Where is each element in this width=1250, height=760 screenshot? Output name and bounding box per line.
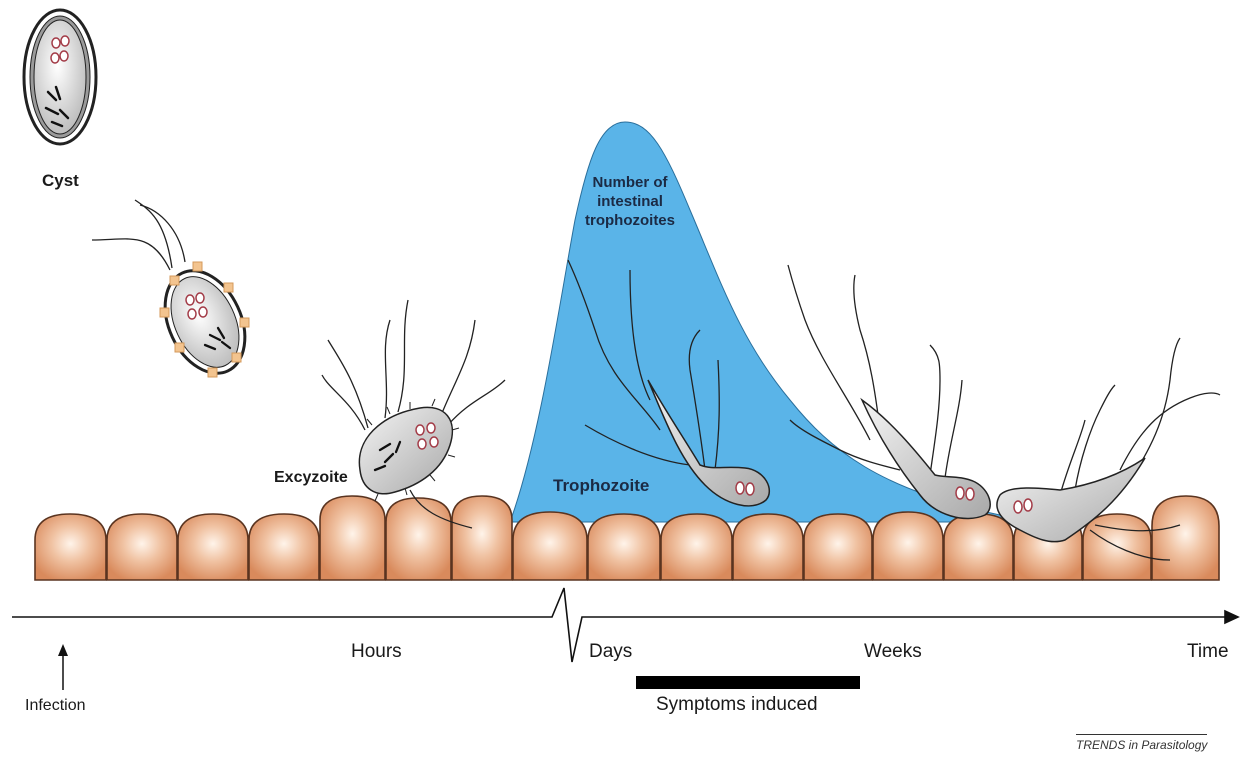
- epithelial-cell: [804, 514, 872, 580]
- epithelial-cell: [107, 514, 177, 580]
- trophozoite-label: Trophozoite: [553, 476, 649, 496]
- cyst-icon: [24, 10, 96, 144]
- epithelial-cell: [661, 514, 732, 580]
- curve-label-line: intestinal: [575, 192, 685, 211]
- epithelial-cell: [178, 514, 248, 580]
- epithelial-cell: [513, 512, 587, 580]
- excyzoite-label: Excyzoite: [274, 469, 348, 487]
- timeline-tick-time: Time: [1187, 641, 1229, 663]
- symptoms-label: Symptoms induced: [656, 694, 818, 716]
- curve-label: Number of intestinal trophozoites: [575, 173, 685, 230]
- source-credit: TRENDS in Parasitology: [1076, 734, 1207, 752]
- epithelial-cell: [35, 514, 106, 580]
- epithelial-cell: [873, 512, 943, 580]
- epithelial-cell: [249, 514, 319, 580]
- timeline-tick-days: Days: [589, 641, 632, 663]
- infection-label: Infection: [25, 697, 85, 715]
- epithelial-cell: [1152, 496, 1219, 580]
- epithelial-cell: [452, 496, 512, 580]
- epithelial-cell: [320, 496, 385, 580]
- epithelial-cell: [386, 498, 451, 580]
- epithelial-cell: [733, 514, 803, 580]
- timeline-tick-hours: Hours: [351, 641, 402, 663]
- curve-label-line: trophozoites: [575, 211, 685, 230]
- excysting-cyst-icon: [92, 200, 260, 386]
- timeline-tick-weeks: Weeks: [864, 641, 922, 663]
- symptoms-duration-bar: [636, 676, 860, 689]
- excyzoite-icon: [322, 300, 505, 528]
- epithelial-cell: [588, 514, 660, 580]
- infection-arrow-icon: [58, 644, 68, 690]
- cyst-label: Cyst: [42, 171, 79, 191]
- curve-label-line: Number of: [575, 173, 685, 192]
- epithelial-cell: [944, 514, 1013, 580]
